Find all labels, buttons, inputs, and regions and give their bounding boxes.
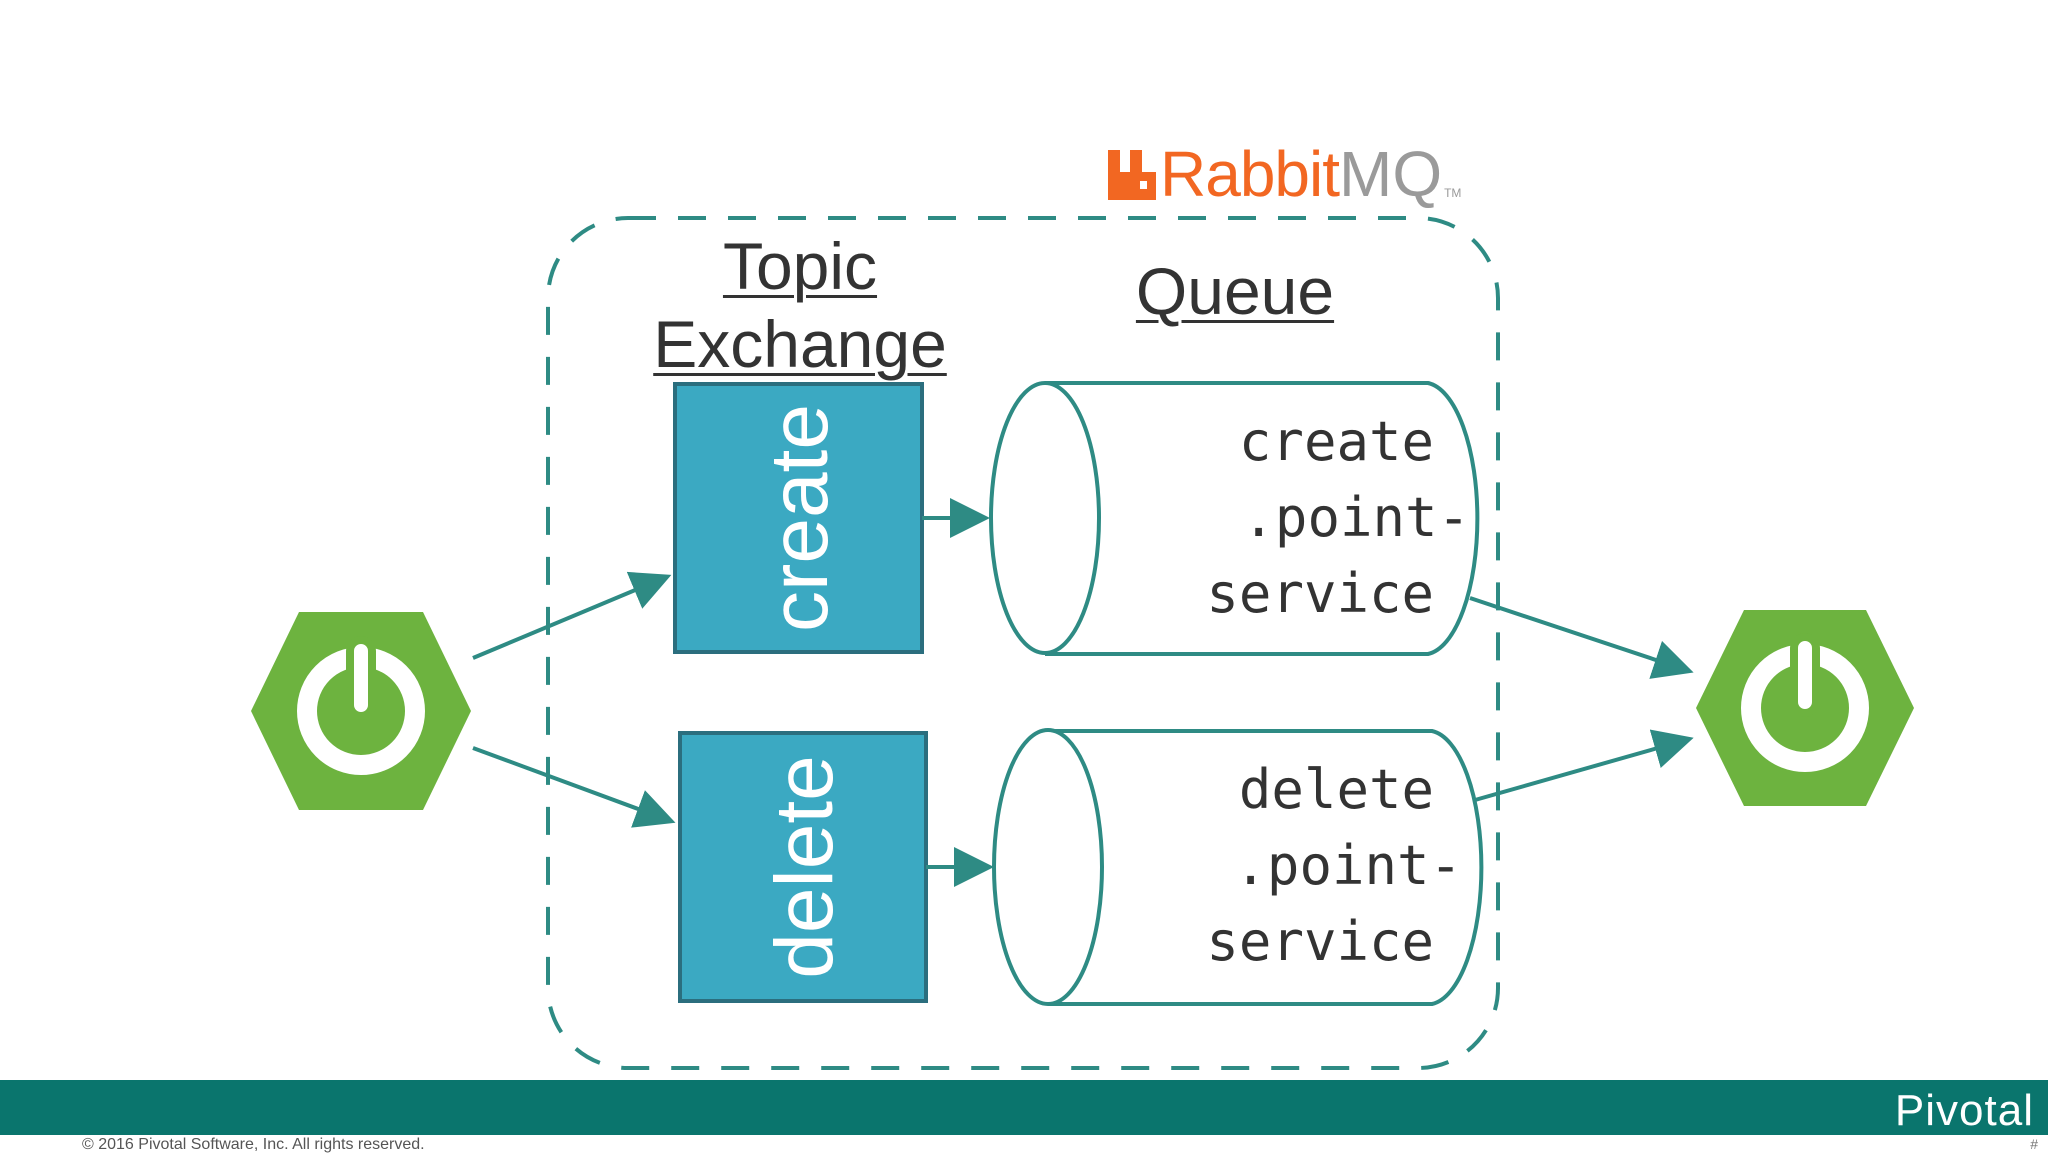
queue-name-create: create .point- service [1206, 404, 1470, 632]
arrow-create-queue-to-consumer [1469, 596, 1694, 679]
queue-name-create-line1: create [1238, 410, 1434, 473]
queue-name-delete-line3: service [1206, 910, 1434, 973]
queue-heading: Queue [1135, 254, 1335, 328]
rabbitmq-wordmark: Rabbit MQ TM [1160, 142, 1461, 206]
arrow-delete-queue-to-consumer [1474, 729, 1694, 802]
rabbitmq-logo-icon [1108, 150, 1156, 200]
exchange-label-create: create [754, 404, 845, 632]
rabbitmq-logo-rabbit: Rabbit [1160, 138, 1340, 210]
exchange-box-create [673, 382, 924, 654]
page-mark: # [2030, 1136, 2038, 1152]
rabbitmq-logo-mq: MQ [1339, 138, 1443, 210]
queue-name-delete-line1: delete [1238, 758, 1434, 821]
exchange-box-delete [678, 731, 928, 1003]
pivotal-logo: Pivotal [1894, 1086, 2034, 1135]
queue-name-delete: delete .point- service [1206, 752, 1462, 980]
queue-cylinder-delete [992, 728, 1484, 1006]
queue-name-create-line2: .point- [1242, 486, 1470, 549]
queue-name-create-line3: service [1206, 562, 1434, 625]
broker-boundary [546, 216, 1500, 1070]
queue-name-delete-line2: .point- [1234, 834, 1462, 897]
producer-spring-icon [251, 612, 471, 810]
rabbitmq-logo-tm: TM [1444, 186, 1462, 200]
footer-bar [0, 1080, 2048, 1135]
topic-exchange-heading-line1: Topic [722, 229, 878, 303]
exchange-label-delete: delete [759, 755, 850, 979]
consumer-spring-icon [1696, 610, 1914, 806]
topic-exchange-heading-line2: Exchange [653, 307, 947, 381]
copyright-notice: © 2016 Pivotal Software, Inc. All rights… [82, 1136, 425, 1153]
queue-cylinder-create [989, 381, 1480, 656]
topic-exchange-heading: Topic Exchange [640, 227, 960, 383]
arrow-producer-to-delete [472, 746, 676, 828]
arrow-producer-to-create [472, 571, 672, 660]
